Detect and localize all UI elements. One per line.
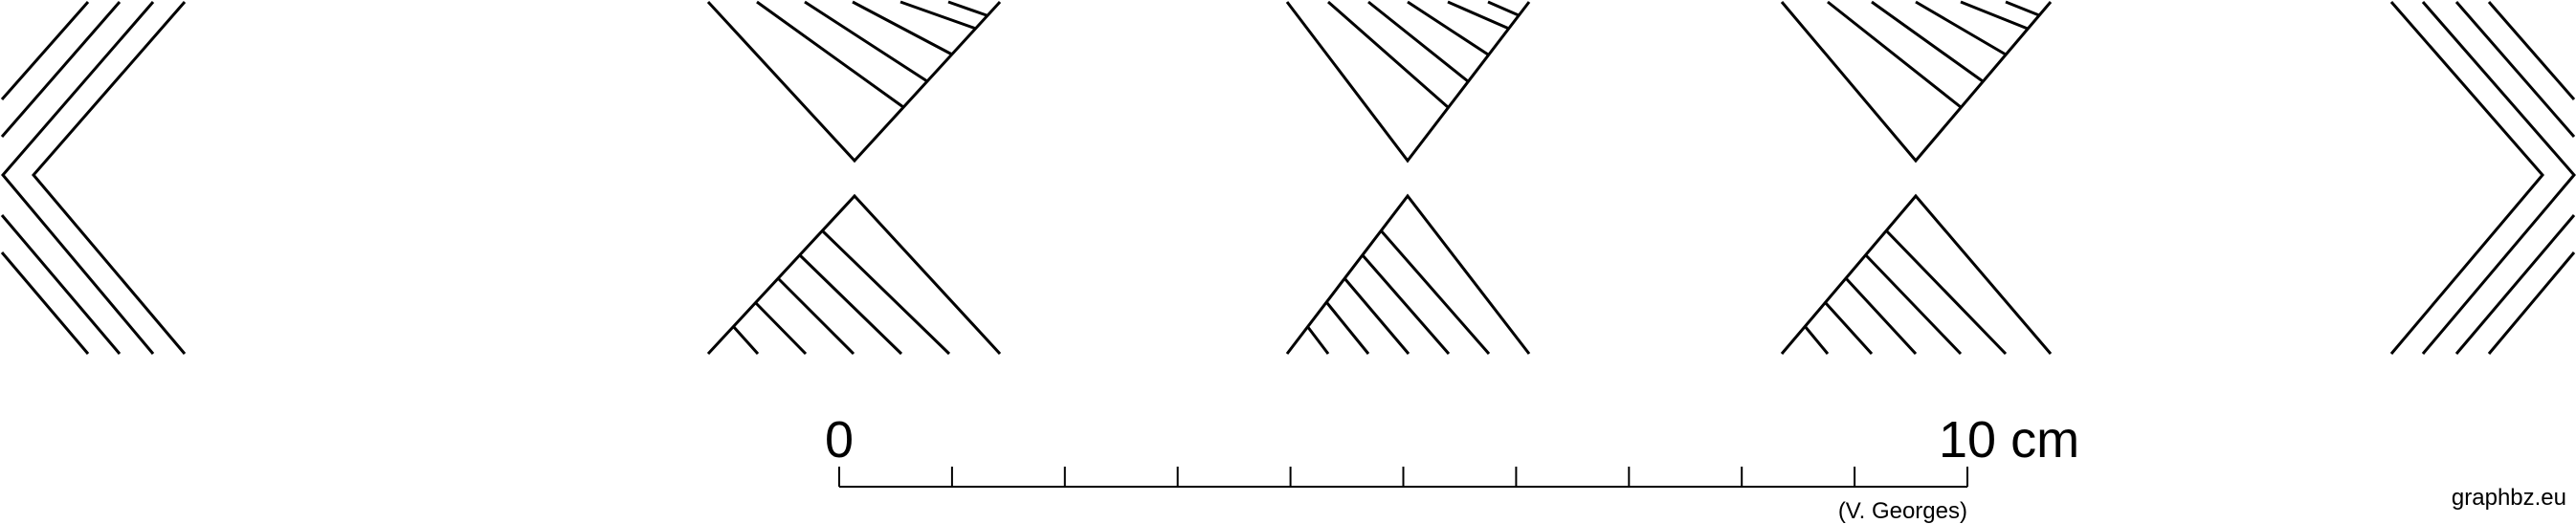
hourglass-bottom-hatch — [820, 229, 951, 356]
hourglass-top-hatch — [1447, 0, 1510, 31]
right-chevron-hatch — [2487, 1, 2576, 100]
scale-bar-ticks — [838, 467, 1968, 487]
hourglass-top-hatch — [1367, 0, 1469, 83]
hourglass-bottom-hatch — [1844, 276, 1918, 356]
hourglass-bottom-hatch — [1325, 302, 1370, 355]
scale-bar: 0 10 cm (V. Georges) — [825, 411, 2079, 524]
right-chevron-motif — [2389, 1, 2576, 355]
hourglass-top-hatch — [947, 0, 988, 17]
hourglass-bottom-triangle — [1285, 193, 1531, 355]
hourglass-top-hatch — [1915, 0, 2007, 56]
right-chevron-hatch — [2454, 214, 2576, 355]
hourglass-top-hatch — [2005, 0, 2040, 17]
pattern-lines — [0, 0, 2576, 356]
right-chevron-outer — [2389, 1, 2544, 355]
left-chevron-hatch — [0, 214, 122, 355]
left-chevron-outer — [32, 1, 187, 355]
right-chevron-hatch — [2454, 1, 2576, 138]
left-chevron-hatch — [0, 251, 90, 355]
hourglass-top-hatch — [1827, 0, 1962, 109]
hourglass-bottom-hatch — [1864, 253, 1963, 356]
right-chevron-hatch — [2487, 251, 2576, 355]
hourglass-top-hatch — [1960, 0, 2029, 31]
left-chevron-inner — [1, 1, 155, 355]
hourglass-bottom-hatch — [731, 324, 760, 356]
hourglass-bottom-hatch — [1305, 325, 1330, 355]
hourglass-bottom-hatch — [1884, 229, 2008, 356]
hatched-hourglass-motif — [706, 0, 1002, 356]
scale-end-label: 10 cm — [1939, 411, 2079, 469]
hourglass-top-hatch — [899, 0, 977, 31]
hourglass-bottom-hatch — [1379, 229, 1491, 355]
hourglass-top-hatch — [852, 0, 953, 56]
hourglass-top-triangle — [1285, 1, 1531, 164]
hourglass-bottom-triangle — [706, 193, 1002, 356]
hourglass-top-triangle — [1780, 1, 2053, 164]
left-chevron-hatch — [0, 1, 90, 100]
hourglass-bottom-hatch — [1824, 301, 1874, 356]
hatched-hourglass-motif — [1285, 0, 1531, 355]
right-chevron-inner — [2421, 1, 2576, 355]
hatched-hourglass-motif — [1780, 0, 2053, 356]
left-chevron-motif — [0, 1, 187, 355]
scale-start-label: 0 — [825, 411, 854, 469]
hourglass-bottom-hatch — [1343, 277, 1410, 355]
hourglass-top-hatch — [756, 0, 904, 109]
hourglass-top-hatch — [804, 0, 928, 83]
hourglass-bottom-hatch — [776, 276, 855, 356]
hourglass-bottom-triangle — [1780, 193, 2053, 355]
hourglass-top-hatch — [1327, 0, 1449, 109]
hourglass-top-hatch — [1871, 0, 1984, 83]
left-chevron-hatch — [0, 1, 122, 138]
hourglass-bottom-hatch — [754, 301, 808, 356]
scale-credit: (V. Georges) — [1838, 498, 1967, 524]
hourglass-bottom-hatch — [798, 253, 903, 356]
hourglass-top-hatch — [1407, 0, 1489, 56]
hourglass-bottom-hatch — [1361, 254, 1451, 355]
hourglass-bottom-hatch — [1803, 325, 1830, 355]
hourglass-top-hatch — [1487, 0, 1520, 17]
site-credit: graphbz.eu — [2452, 485, 2566, 511]
